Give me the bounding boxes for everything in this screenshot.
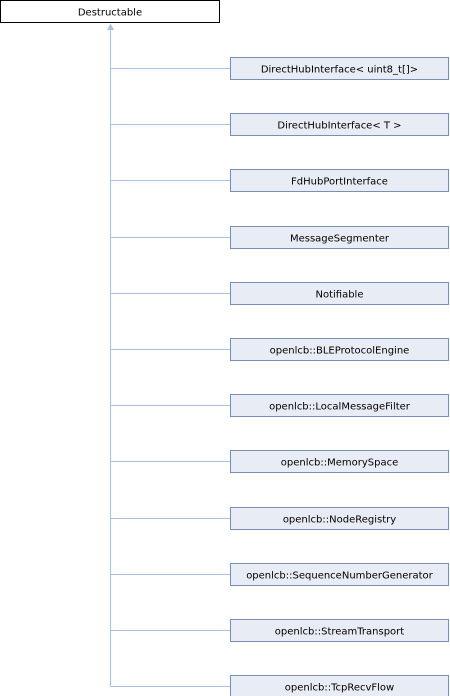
derived-class-label: openlcb::SequenceNumberGenerator	[246, 571, 433, 582]
derived-class-node[interactable]: DirectHubInterface< uint8_t[]>	[230, 57, 449, 80]
derived-class-node[interactable]: Notifiable	[230, 282, 449, 305]
derived-class-label: openlcb::BLEProtocolEngine	[270, 346, 410, 357]
derived-class-node[interactable]: openlcb::SequenceNumberGenerator	[230, 563, 449, 586]
derived-class-node[interactable]: DirectHubInterface< T >	[230, 113, 449, 136]
derived-class-box	[230, 57, 449, 80]
derived-class-node[interactable]: MessageSegmenter	[230, 226, 449, 249]
derived-class-box	[230, 113, 449, 136]
derived-class-node[interactable]: openlcb::NodeRegistry	[230, 507, 449, 530]
derived-class-label: openlcb::MemorySpace	[281, 458, 398, 469]
root-class-node[interactable]: Destructable	[0, 0, 220, 23]
derived-class-label: openlcb::StreamTransport	[275, 627, 405, 638]
root-class-box	[0, 0, 220, 23]
root-class-label: Destructable	[78, 8, 142, 19]
derived-class-node[interactable]: openlcb::MemorySpace	[230, 450, 449, 473]
derived-class-label: DirectHubInterface< T >	[277, 121, 401, 132]
derived-class-box	[230, 619, 449, 642]
derived-class-label: openlcb::TcpRecvFlow	[285, 683, 394, 694]
derived-class-label: FdHubPortInterface	[291, 177, 388, 188]
derived-class-label: openlcb::LocalMessageFilter	[269, 402, 411, 413]
derived-class-node[interactable]: FdHubPortInterface	[230, 169, 449, 192]
inheritance-edges	[107, 23, 231, 687]
derived-class-box	[230, 450, 449, 473]
derived-class-node[interactable]: openlcb::TcpRecvFlow	[230, 675, 449, 696]
derived-class-box	[230, 282, 449, 305]
derived-class-label: DirectHubInterface< uint8_t[]>	[261, 65, 418, 76]
derived-class-box	[230, 675, 449, 696]
derived-class-nodes: DirectHubInterface< uint8_t[]> DirectHubI…	[230, 57, 449, 696]
inheritance-arrowhead	[107, 23, 114, 30]
derived-class-box	[230, 226, 449, 249]
derived-class-box	[230, 563, 449, 586]
derived-class-box	[230, 338, 449, 361]
derived-class-label: Notifiable	[315, 290, 363, 301]
derived-class-box	[230, 169, 449, 192]
derived-class-node[interactable]: openlcb::LocalMessageFilter	[230, 394, 449, 417]
derived-class-label: MessageSegmenter	[290, 234, 390, 245]
derived-class-node[interactable]: openlcb::StreamTransport	[230, 619, 449, 642]
derived-class-node[interactable]: openlcb::BLEProtocolEngine	[230, 338, 449, 361]
derived-class-box	[230, 394, 449, 417]
derived-class-box	[230, 507, 449, 530]
derived-class-label: openlcb::NodeRegistry	[283, 515, 396, 526]
